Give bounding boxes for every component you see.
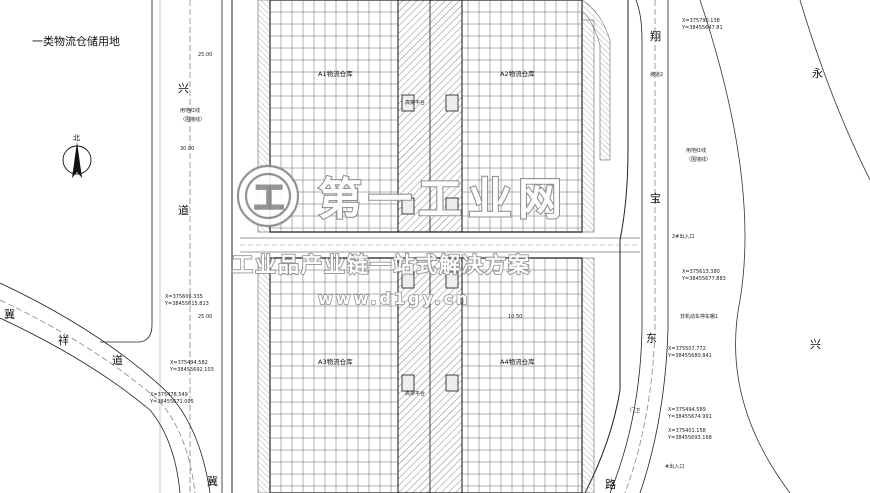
wall-line-label-2: （围墙线）: [686, 156, 711, 163]
central-corridor: [240, 237, 640, 253]
platform-top-label: 高架平台: [405, 99, 425, 106]
gate-2-label: #出入口: [665, 463, 684, 470]
coord-1y: Y=38455647.81: [681, 25, 723, 31]
stair-cores: [401, 94, 459, 392]
road-char-dao: 道: [178, 203, 189, 217]
road-char-lu: 路: [605, 478, 616, 491]
warehouse-a4-label: A4物流仓库: [500, 357, 535, 366]
road-char-dong: 东: [646, 332, 657, 345]
road-char-xing2: 兴: [810, 338, 821, 351]
coord-5x: X=375478.549: [150, 392, 188, 398]
road-char-xiang2: 祥: [58, 333, 69, 347]
coord-7x: X=375494.589: [668, 407, 706, 413]
watermark-logo-icon: 工: [236, 164, 300, 228]
east-road: [609, 0, 870, 493]
dim-25-b: 25.00: [198, 314, 212, 320]
road-char-xing: 兴: [178, 82, 189, 95]
road-char-ji-bottom: 冀: [207, 474, 218, 488]
coord-1x: X=375790.138: [682, 18, 720, 24]
coord-3x: X=375606.335: [165, 294, 203, 300]
coord-4y: Y=38455692.103: [169, 367, 214, 373]
door-label: 坡道2: [650, 71, 663, 78]
guard-label: 门卫: [630, 407, 640, 414]
jixiang-road: [0, 282, 211, 493]
gate-1-label: 2#出入口: [672, 233, 694, 240]
dim-10-50: 10.50: [508, 314, 522, 320]
coord-8x: X=375401.158: [668, 428, 706, 434]
road-char-xiang: 翔: [650, 29, 661, 43]
platform-bottom-label: 高架平台: [405, 390, 425, 397]
wall-line-label: （围墙线）: [180, 116, 205, 123]
coord-2y: Y=38455677.883: [681, 276, 726, 282]
loading-docks: [257, 0, 611, 493]
west-road: [100, 0, 223, 493]
land-line-label: 用地红线: [180, 107, 200, 114]
watermark: 工 第一工业网 工业品产业链一站式解决方案 www.d1gy.cn: [231, 164, 568, 309]
coord-3y: Y=38455615.813: [164, 301, 209, 307]
dim-25-a: 25.00: [198, 52, 212, 58]
coord-5y: Y=38455671.005: [149, 399, 194, 405]
coord-6x: X=375507.772: [668, 346, 706, 352]
north-label: 北: [73, 134, 80, 142]
site-label: 一类物流仓储用地: [32, 34, 120, 48]
coord-2x: X=375613.380: [682, 269, 720, 275]
coord-6y: Y=38455680.841: [667, 353, 712, 359]
east-note-label: 非机动车停车棚1: [680, 313, 718, 320]
north-arrow-icon: [62, 142, 92, 178]
warehouse-a1-label: A1物流仓库: [318, 69, 353, 78]
land-line-label-2: 用地红线: [686, 147, 706, 154]
warehouse-a2-label: A2物流仓库: [500, 69, 535, 78]
road-char-bao: 宝: [650, 191, 661, 205]
road-char-yong: 永: [812, 66, 823, 80]
coord-7y: Y=38455674.991: [667, 414, 712, 420]
coord-4x: X=375494.582: [170, 360, 208, 366]
coord-8y: Y=38455693.168: [667, 435, 712, 441]
site-boundary: [231, 0, 629, 493]
watermark-url: www.d1gy.cn: [318, 289, 470, 308]
dim-30: 30.00: [180, 146, 194, 152]
watermark-slogan: 工业品产业链一站式解决方案: [232, 253, 531, 277]
svg-text:工: 工: [254, 181, 284, 216]
warehouse-a3-label: A3物流仓库: [318, 357, 353, 366]
road-char-ji: 冀: [4, 307, 15, 321]
road-char-dao2: 道: [112, 353, 123, 367]
watermark-brand: 第一工业网: [318, 174, 568, 225]
